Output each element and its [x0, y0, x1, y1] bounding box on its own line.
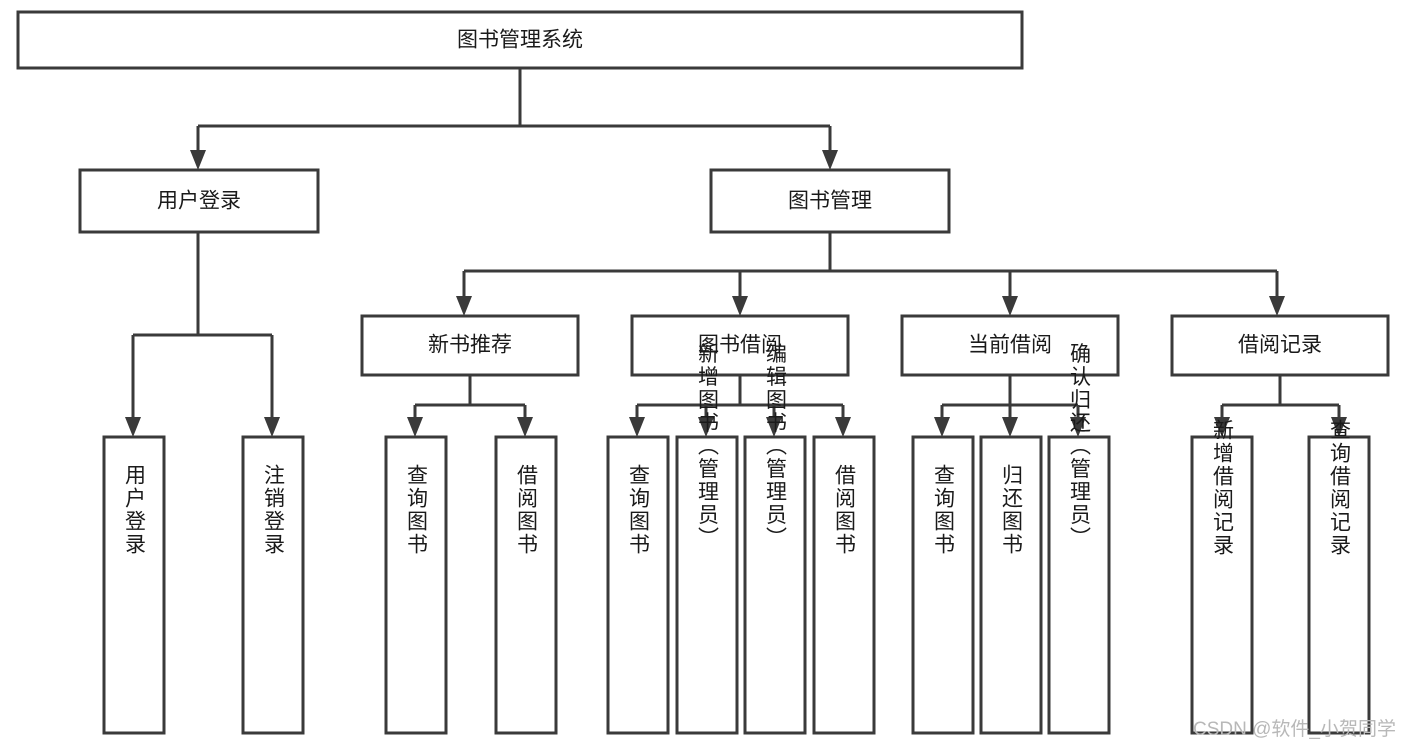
leaf-current-borrow-1[interactable]: 查询图书 [911, 435, 975, 735]
arrow-userlogin-leaf-2 [264, 417, 280, 437]
node-current-borrow[interactable]: 当前借阅 [900, 314, 1120, 377]
leaf-book-borrow-1-label: 查询图书 [627, 464, 651, 556]
arrow-current-leaf-2 [1002, 417, 1018, 437]
node-root-label: 图书管理系统 [457, 29, 583, 52]
leaf-borrow-record-2-label: 查询借阅记录 [1328, 419, 1352, 557]
arrow-root-to-user-login [190, 150, 206, 170]
leaf-user-login-2-box[interactable] [241, 435, 305, 735]
node-new-book-recommend[interactable]: 新书推荐 [360, 314, 580, 377]
node-book-management[interactable]: 图书管理 [709, 168, 951, 234]
node-borrow-record[interactable]: 借阅记录 [1170, 314, 1390, 377]
arrow-record-leaf-1 [1214, 417, 1230, 437]
arrow-bookmgmt-to-borrow [732, 296, 748, 316]
node-borrow-record-box[interactable] [1170, 314, 1390, 377]
node-root[interactable]: 图书管理系统 [16, 10, 1024, 70]
leaf-book-borrow-1-box[interactable] [606, 435, 670, 735]
arrow-newbook-leaf-1 [407, 417, 423, 437]
leaf-book-borrow-4-label: 借阅图书 [833, 464, 857, 556]
leaf-book-borrow-2-label: 新增图书（管理员） [696, 343, 720, 550]
arrow-bookmgmt-to-current [1002, 296, 1018, 316]
leaf-current-borrow-2-box[interactable] [979, 435, 1043, 735]
leaf-book-borrow-3-label: 编辑图书（管理员） [764, 343, 788, 550]
node-book-borrow-box[interactable] [630, 314, 850, 377]
node-current-borrow-label: 当前借阅 [968, 334, 1052, 357]
leaf-new-book-1-label: 查询图书 [405, 464, 429, 556]
arrow-newbook-leaf-2 [517, 417, 533, 437]
leaf-current-borrow-3[interactable]: 确认归还（管理员） [1047, 343, 1111, 735]
leaf-book-borrow-2-box[interactable] [675, 435, 739, 735]
leaf-borrow-record-2-box[interactable] [1307, 435, 1371, 735]
node-book-management-label: 图书管理 [788, 190, 872, 213]
node-user-login[interactable]: 用户登录 [78, 168, 320, 234]
node-new-book-recommend-label: 新书推荐 [428, 334, 512, 357]
arrow-borrow-leaf-2 [698, 417, 714, 437]
arrow-record-leaf-2 [1331, 417, 1347, 437]
leaf-borrow-record-1-box[interactable] [1190, 435, 1254, 735]
csdn-watermark: CSDN @软件_小贺同学 [1193, 718, 1396, 740]
leaf-new-book-1[interactable]: 查询图书 [384, 435, 448, 735]
arrow-borrow-leaf-3 [766, 417, 782, 437]
node-book-borrow-label: 图书借阅 [698, 334, 782, 357]
node-user-login-label: 用户登录 [157, 190, 241, 213]
leaf-current-borrow-2-label: 归还图书 [1000, 464, 1024, 556]
leaf-current-borrow-3-box[interactable] [1047, 435, 1111, 735]
arrow-root-to-book-mgmt [822, 150, 838, 170]
leaf-book-borrow-1[interactable]: 查询图书 [606, 435, 670, 735]
node-user-login-box[interactable] [78, 168, 320, 234]
node-root-box[interactable] [16, 10, 1024, 70]
leaf-book-borrow-4[interactable]: 借阅图书 [812, 435, 876, 735]
leaf-book-borrow-4-box[interactable] [812, 435, 876, 735]
leaf-user-login-2[interactable]: 注销登录 [241, 435, 305, 735]
arrow-userlogin-leaf-1 [125, 417, 141, 437]
leaf-current-borrow-2[interactable]: 归还图书 [979, 435, 1043, 735]
arrow-current-leaf-1 [934, 417, 950, 437]
leaf-new-book-1-box[interactable] [384, 435, 448, 735]
leaf-book-borrow-3-box[interactable] [743, 435, 807, 735]
arrow-bookmgmt-to-newbook [456, 296, 472, 316]
node-book-management-box[interactable] [709, 168, 951, 234]
leaf-new-book-2-label: 借阅图书 [515, 464, 539, 556]
node-book-borrow[interactable]: 图书借阅 [630, 314, 850, 377]
leaf-user-login-1-label: 用户登录 [123, 464, 147, 556]
connector-layer [125, 68, 1347, 437]
node-current-borrow-box[interactable] [900, 314, 1120, 377]
leaf-book-borrow-2[interactable]: 新增图书（管理员） [675, 343, 739, 735]
arrow-borrow-leaf-1 [629, 417, 645, 437]
leaf-borrow-record-1[interactable]: 新增借阅记录 [1190, 419, 1254, 735]
leaf-borrow-record-2[interactable]: 查询借阅记录 [1307, 419, 1371, 735]
arrow-borrow-leaf-4 [835, 417, 851, 437]
leaf-user-login-2-label: 注销登录 [262, 464, 286, 556]
arrow-current-leaf-3 [1070, 417, 1086, 437]
leaf-book-borrow-3[interactable]: 编辑图书（管理员） [743, 343, 807, 735]
leaf-borrow-record-1-label: 新增借阅记录 [1211, 419, 1235, 557]
leaf-user-login-1[interactable]: 用户登录 [102, 435, 166, 735]
node-new-book-recommend-box[interactable] [360, 314, 580, 377]
leaf-current-borrow-1-label: 查询图书 [932, 464, 956, 556]
leaf-current-borrow-1-box[interactable] [911, 435, 975, 735]
node-borrow-record-label: 借阅记录 [1238, 334, 1322, 357]
leaf-user-login-1-box[interactable] [102, 435, 166, 735]
arrow-bookmgmt-to-record [1269, 296, 1285, 316]
leaf-current-borrow-3-label: 确认归还（管理员） [1068, 343, 1092, 550]
leaf-new-book-2[interactable]: 借阅图书 [494, 435, 558, 735]
leaf-new-book-2-box[interactable] [494, 435, 558, 735]
